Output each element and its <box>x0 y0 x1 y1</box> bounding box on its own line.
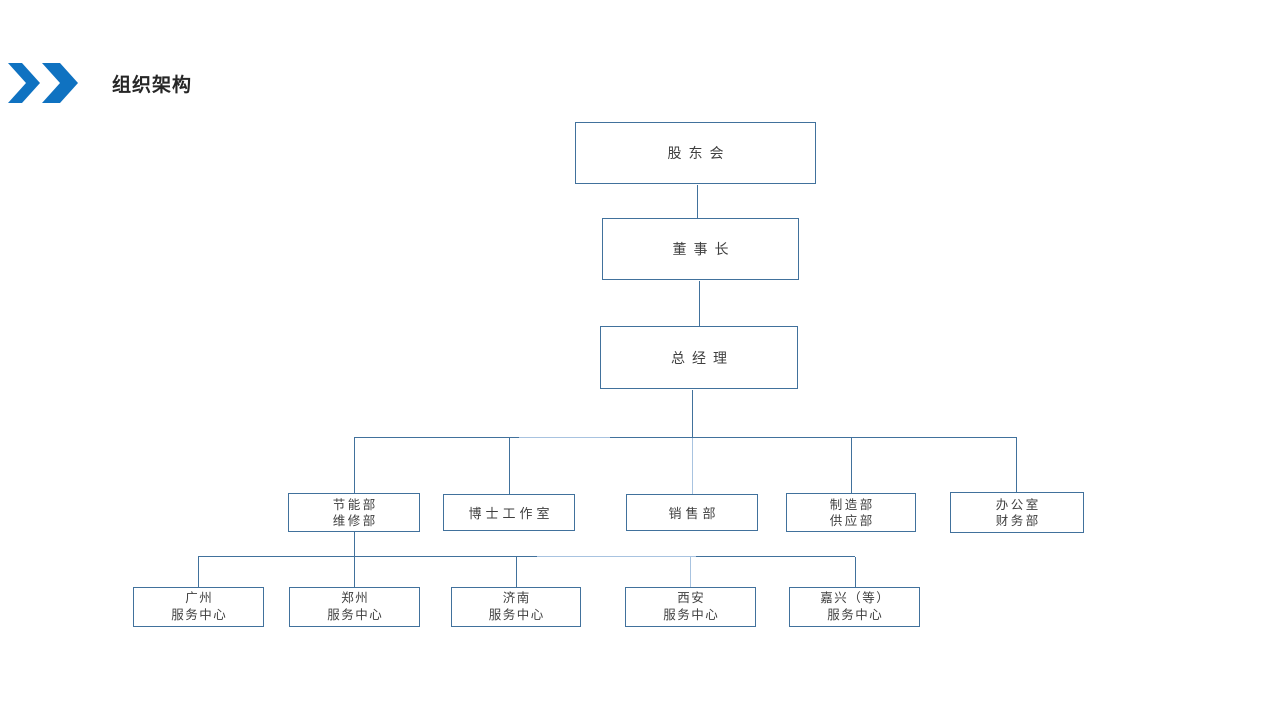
org-node-jiaxing-service-center: 嘉兴（等） 服务中心 <box>789 587 920 627</box>
connector-line <box>198 557 199 587</box>
double-chevron-right-icon <box>8 63 78 103</box>
org-node-label: 股东会 <box>667 145 731 161</box>
connector-line <box>1016 438 1017 492</box>
org-node-label: 销售部 <box>668 506 720 521</box>
org-node-label: 服务中心 <box>827 608 884 622</box>
org-node-label: 服务中心 <box>488 608 545 622</box>
page-title: 组织架构 <box>112 75 193 96</box>
connector-line <box>354 532 355 556</box>
connector-line <box>519 437 610 438</box>
connector-line <box>697 185 698 218</box>
connector-line <box>354 557 355 587</box>
org-node-label: 博士工作室 <box>468 506 554 521</box>
org-node-label: 济南 <box>502 591 531 605</box>
org-node-label: 节能部 <box>332 497 378 512</box>
org-node-label: 财务部 <box>995 513 1041 528</box>
org-node-label: 总经理 <box>671 349 734 366</box>
org-node-shareholders: 股东会 <box>575 122 816 184</box>
connector-line <box>851 438 852 493</box>
connector-line <box>537 556 696 557</box>
org-node-label: 广州 <box>185 591 214 605</box>
connector-line <box>699 281 700 326</box>
connector-line <box>198 556 855 557</box>
org-node-jinan-service-center: 济南 服务中心 <box>451 587 581 627</box>
org-node-manufacturing-supply: 制造部 供应部 <box>786 493 916 532</box>
org-node-label: 董事长 <box>672 241 736 257</box>
connector-line <box>354 438 355 493</box>
org-node-general-manager: 总经理 <box>600 326 798 389</box>
org-node-xian-service-center: 西安 服务中心 <box>625 587 756 627</box>
org-node-energy-maintenance: 节能部 维修部 <box>288 493 420 532</box>
connector-line <box>690 557 691 587</box>
connector-line <box>855 557 856 587</box>
connector-line <box>692 438 693 494</box>
org-node-label: 供应部 <box>829 513 875 528</box>
org-node-label: 嘉兴（等） <box>820 591 891 605</box>
connector-line <box>692 390 693 437</box>
org-node-label: 制造部 <box>829 497 875 512</box>
org-node-guangzhou-service-center: 广州 服务中心 <box>133 587 264 627</box>
org-node-sales: 销售部 <box>626 494 758 531</box>
connector-line <box>354 437 1017 438</box>
org-node-label: 办公室 <box>995 497 1041 512</box>
org-node-label: 郑州 <box>341 591 370 605</box>
org-node-doctor-studio: 博士工作室 <box>443 494 575 531</box>
connector-line <box>509 438 510 494</box>
org-node-label: 西安 <box>677 591 706 605</box>
org-node-office-finance: 办公室 财务部 <box>950 492 1084 533</box>
org-node-chairman: 董事长 <box>602 218 799 280</box>
org-node-label: 维修部 <box>332 513 378 528</box>
connector-line <box>516 557 517 587</box>
org-node-zhengzhou-service-center: 郑州 服务中心 <box>289 587 420 627</box>
org-node-label: 服务中心 <box>663 608 720 622</box>
org-node-label: 服务中心 <box>171 608 228 622</box>
org-node-label: 服务中心 <box>327 608 384 622</box>
